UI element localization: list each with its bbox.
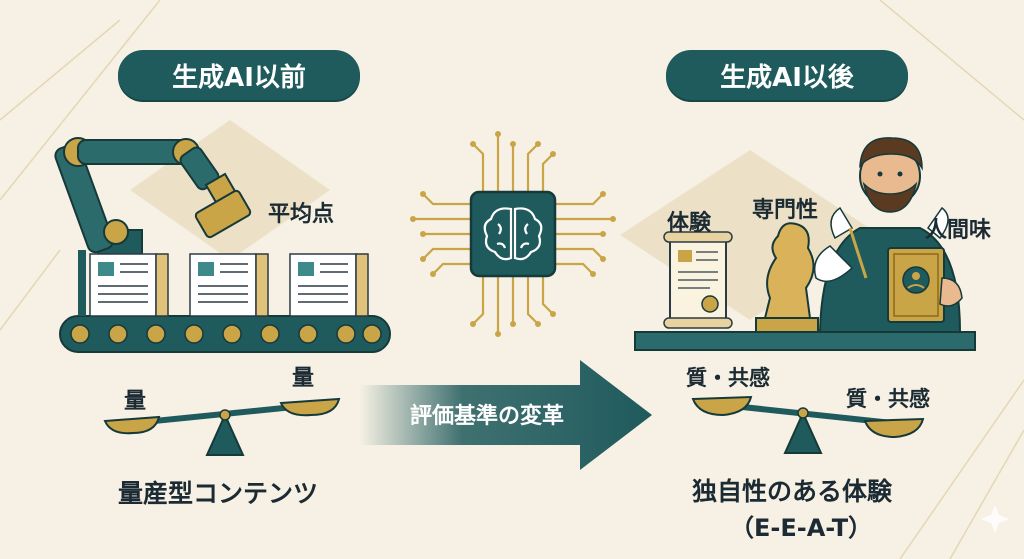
robot-arm-conveyor-illustration [54, 137, 391, 353]
experience-label: 体験 [667, 211, 712, 236]
craftsman-illustration [634, 137, 976, 351]
left-title-pill: 生成AI以前 [118, 50, 360, 100]
right-title-pill: 生成AI以後 [666, 50, 908, 100]
left-scale-right-label: 量 [292, 366, 315, 391]
left-title: 生成AI以前 [172, 62, 306, 93]
left-caption: 量産型コンテンツ [118, 479, 319, 508]
left-balance-scale-icon [103, 397, 341, 456]
right-scale-right-label: 質・共感 [846, 387, 930, 411]
left-scale-left-label: 量 [124, 389, 147, 414]
expertise-label: 専門性 [752, 198, 819, 223]
right-scale-left-label: 質・共感 [686, 366, 770, 390]
transition-arrow [360, 360, 652, 470]
arrow-label: 評価基準の変革 [410, 404, 565, 429]
right-caption-line1: 独自性のある体験 [692, 477, 893, 506]
average-label: 平均点 [268, 202, 335, 227]
right-title: 生成AI以後 [720, 62, 854, 93]
right-caption-line2: （E-E-A-T） [730, 514, 873, 542]
right-balance-scale-icon [691, 395, 925, 454]
humanity-label: 人間味 [925, 218, 992, 243]
brain-chip-icon [410, 131, 616, 337]
